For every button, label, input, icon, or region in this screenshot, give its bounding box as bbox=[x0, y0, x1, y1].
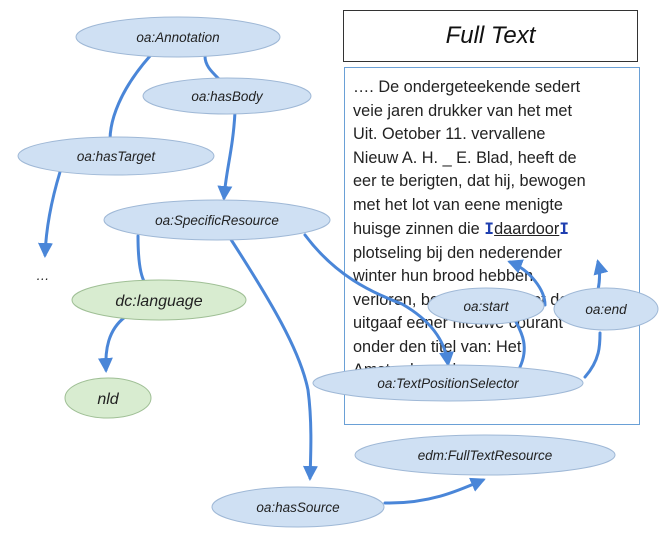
node-hasbody-label: oa:hasBody bbox=[191, 89, 264, 104]
node-hastarget-label: oa:hasTarget bbox=[77, 149, 157, 164]
selection-prefix: huisge zinnen die bbox=[353, 220, 485, 238]
node-hassource-label: oa:hasSource bbox=[256, 500, 339, 515]
node-nld-label: nld bbox=[97, 391, 119, 408]
text-line: plotseling bij den nederender bbox=[353, 243, 563, 262]
selected-word: daardoor bbox=[494, 220, 560, 238]
node-textpositionselector: oa:TextPositionSelector bbox=[312, 364, 584, 402]
node-specificresource-label: oa:SpecificResource bbox=[155, 213, 279, 228]
node-start-shape bbox=[427, 287, 545, 325]
edge-end-endmarker bbox=[593, 259, 609, 292]
node-specificresource-shape bbox=[103, 199, 331, 241]
edge-start-startmarker bbox=[507, 259, 547, 307]
node-fulltextresource: edm:FullTextResource bbox=[354, 434, 616, 476]
node-hasbody: oa:hasBody bbox=[142, 77, 312, 115]
node-language-label: dc:language bbox=[115, 293, 202, 310]
node-language-shape bbox=[71, 279, 247, 321]
text-line: Nieuw A. H. _ E. Blad, heeft de bbox=[353, 148, 577, 167]
node-hasbody-shape bbox=[142, 77, 312, 115]
node-language: dc:language bbox=[71, 279, 247, 321]
text-line: veie jaren drukker van het met bbox=[353, 101, 573, 120]
edge-selector-end bbox=[583, 331, 602, 379]
edge-hasbody-specificresource bbox=[217, 110, 237, 201]
node-start: oa:start bbox=[427, 287, 545, 325]
text-line: winter hun brood hebben bbox=[353, 267, 534, 285]
node-annotation-shape bbox=[75, 16, 281, 58]
node-hassource-shape bbox=[211, 486, 385, 528]
edge-annotation-hasbody bbox=[203, 54, 222, 82]
text-line: onder den titel van: Het bbox=[353, 337, 522, 356]
text-line: met het lot van eene menigte bbox=[353, 195, 563, 214]
node-nld: nld bbox=[64, 377, 152, 419]
text-line: eer te berigten, dat hij, bewogen bbox=[353, 172, 586, 190]
node-textpositionselector-shape bbox=[312, 364, 584, 402]
node-start-label: oa:start bbox=[463, 299, 509, 314]
edge-specificresource-language bbox=[136, 234, 147, 285]
node-annotation: oa:Annotation bbox=[75, 16, 281, 58]
selection-line: huisge zinnen die IdaardoorI bbox=[353, 217, 631, 242]
edge-hastarget-ellipsis bbox=[37, 170, 62, 258]
target-ellipsis: … bbox=[36, 268, 50, 283]
edge-specificresource-selector bbox=[303, 233, 454, 367]
node-hassource: oa:hasSource bbox=[211, 486, 385, 528]
full-text-title: Full Text bbox=[343, 10, 638, 62]
node-hastarget-shape bbox=[17, 136, 215, 176]
edge-specificresource-hassource bbox=[228, 236, 318, 481]
node-specificresource: oa:SpecificResource bbox=[103, 199, 331, 241]
edge-annotation-hastarget bbox=[108, 54, 152, 142]
node-annotation-label: oa:Annotation bbox=[136, 30, 219, 45]
node-fulltextresource-label: edm:FullTextResource bbox=[418, 448, 553, 463]
text-line: Uit. Oetober 11. vervallene bbox=[353, 125, 546, 143]
node-end-label: oa:end bbox=[585, 302, 627, 317]
text-line: …. De ondergeteekende sedert bbox=[353, 78, 581, 96]
node-hastarget: oa:hasTarget bbox=[17, 136, 215, 176]
edge-selector-start bbox=[513, 318, 526, 369]
edge-hassource-fulltextresource bbox=[383, 477, 486, 505]
node-end-shape bbox=[553, 287, 659, 331]
node-end: oa:end bbox=[553, 287, 659, 331]
selection-end-marker: I bbox=[559, 219, 570, 238]
edge-language-nld bbox=[97, 315, 127, 373]
selection-start-marker: I bbox=[484, 219, 495, 238]
node-textpositionselector-label: oa:TextPositionSelector bbox=[377, 376, 519, 391]
node-nld-shape bbox=[64, 377, 152, 419]
node-fulltextresource-shape bbox=[354, 434, 616, 476]
